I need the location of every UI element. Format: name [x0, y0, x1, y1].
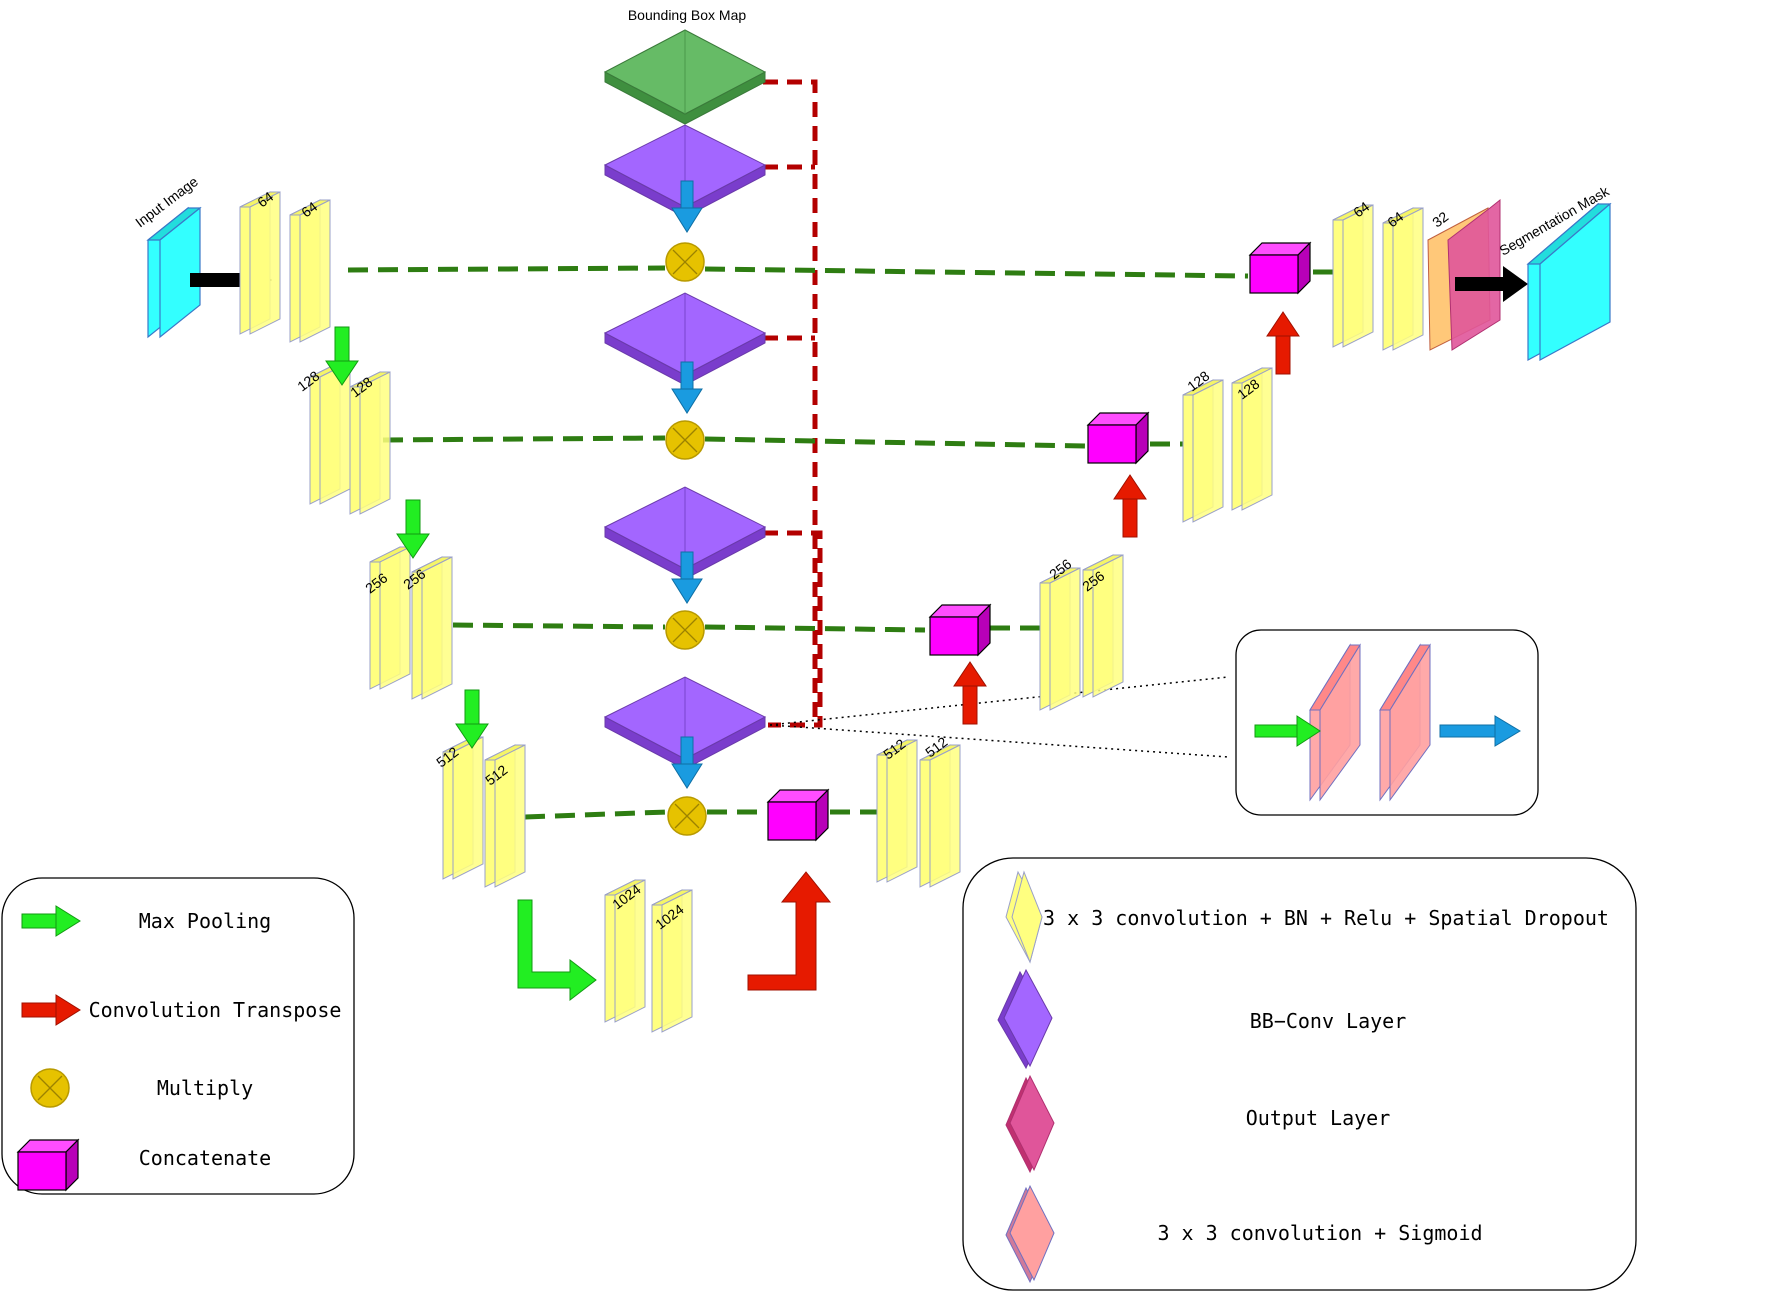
legend-yellow-diamond-icon — [1005, 870, 1043, 964]
encoder-block-1 — [239, 191, 331, 343]
bounding-box-map — [603, 29, 767, 125]
legend-conv-label: 3 x 3 convolution + BN + Relu + Spatial … — [1043, 906, 1609, 930]
multiply-node-4 — [667, 796, 707, 836]
decoder-block-1 — [1332, 204, 1424, 351]
legend-pink-diamond-icon — [1005, 1074, 1055, 1174]
legend-concatenate-label: Concatenate — [139, 1146, 271, 1170]
legend-maxpool-label: Max Pooling — [139, 909, 271, 933]
transpose-arrow-2 — [1266, 311, 1300, 375]
multiply-node-2 — [665, 420, 705, 460]
legend-salmon-diamond-icon — [1005, 1184, 1055, 1284]
concat-cube-3 — [929, 604, 991, 656]
legend-green-arrow-icon — [21, 905, 81, 937]
legend-bbconv-label: BB−Conv Layer — [1250, 1009, 1407, 1033]
legend-transpose-label: Convolution Transpose — [89, 998, 342, 1022]
skip-connections — [347, 265, 1360, 820]
legend-right: 3 x 3 convolution + BN + Relu + Spatial … — [962, 857, 1637, 1291]
legend-multiply-icon — [30, 1068, 70, 1108]
legend-left: Max Pooling Convolution Transpose Multip… — [1, 877, 355, 1195]
transpose-arrow-3 — [1113, 474, 1147, 538]
output-filters: 32 — [1429, 208, 1451, 230]
bb-map-connections — [763, 79, 823, 728]
legend-concatenate-cube-icon — [17, 1139, 79, 1191]
multiply-node-1 — [665, 242, 705, 282]
legend-red-arrow-icon — [21, 994, 81, 1026]
output-layer — [1427, 198, 1501, 351]
segmentation-mask — [1526, 202, 1612, 362]
transpose-arrow-4 — [953, 661, 987, 725]
zoom-lines — [769, 676, 1229, 758]
maxpool-arrow-4 — [517, 899, 597, 1002]
concat-cube-1 — [1249, 242, 1311, 294]
encoder-block-3 — [369, 546, 453, 700]
output-arrow — [1455, 266, 1528, 302]
legend-multiply-label: Multiply — [157, 1076, 253, 1100]
concat-cube-4 — [767, 789, 829, 841]
legend-purple-diamond-icon — [997, 968, 1053, 1070]
transpose-arrow-bottleneck — [747, 871, 832, 991]
diagram-title: Bounding Box Map — [628, 7, 747, 23]
multiply-node-3 — [665, 610, 705, 650]
legend-sigmoid-label: 3 x 3 convolution + Sigmoid — [1157, 1221, 1482, 1245]
inset-output-detail — [1235, 629, 1539, 816]
concat-cube-2 — [1087, 412, 1149, 464]
legend-output-layer-label: Output Layer — [1246, 1106, 1391, 1130]
input-image — [146, 206, 202, 339]
